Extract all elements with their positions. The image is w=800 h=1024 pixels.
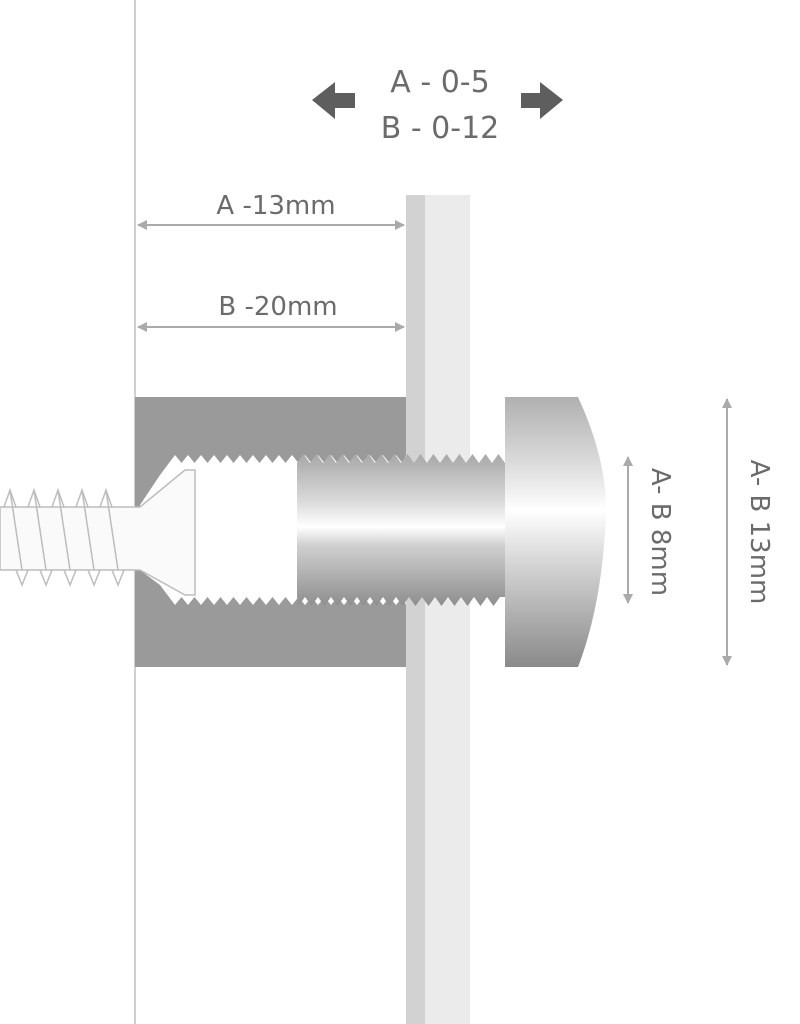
arrow-left-icon <box>312 82 355 119</box>
adjustment-b-label: B - 0-12 <box>381 111 500 146</box>
dimension-a-label: A -13mm <box>216 191 335 221</box>
glass-panel <box>425 195 470 1024</box>
glass-panel-edge <box>406 195 425 1024</box>
standoff-cap <box>505 397 607 667</box>
cap-diameter-label: A- B 13mm <box>744 460 774 605</box>
adjustment-a-label: A - 0-5 <box>390 65 489 100</box>
arrow-right-icon <box>521 82 563 119</box>
threaded-bolt <box>297 454 505 606</box>
bolt-diameter-label: A- B 8mm <box>645 468 675 596</box>
wood-screw <box>0 469 196 596</box>
dimension-b-label: B -20mm <box>218 292 337 322</box>
